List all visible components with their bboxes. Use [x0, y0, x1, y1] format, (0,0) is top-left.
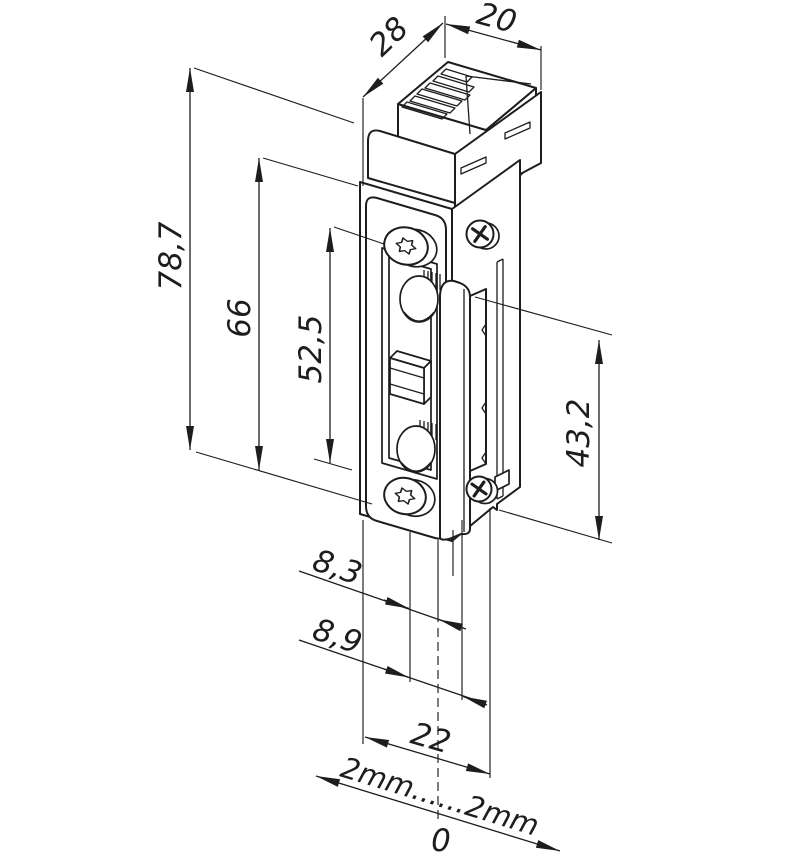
- keeper: [439, 279, 487, 541]
- housing-back-plate-edges: [496, 258, 504, 500]
- dim-label-housing-height: 66: [222, 298, 258, 337]
- phillips-screw-top: [465, 219, 500, 250]
- dim-label-bottom-width: 22: [407, 716, 455, 761]
- dim-label-offset-front: 8,3: [308, 542, 366, 592]
- torx-screw-bottom: [383, 476, 436, 518]
- bottom-roller-shade: [400, 461, 432, 472]
- top-roller-body: [399, 275, 439, 323]
- torx-recess-icon: [394, 487, 416, 505]
- cap-front-face: [367, 129, 456, 204]
- cap-slots: [460, 121, 531, 175]
- bottom-roller-body: [396, 425, 436, 473]
- dim-keeper-height: 43,2: [561, 340, 603, 540]
- dim-overall-height: 78,7: [153, 68, 194, 450]
- phillips-screw-bottom: [465, 475, 499, 505]
- bottom-roller: [396, 420, 437, 473]
- keeper-side-face: [469, 288, 487, 472]
- dim-label-offset-rear: 8,9: [308, 611, 366, 661]
- strike-illustration: [359, 61, 542, 542]
- keeper-front-face: [439, 279, 471, 541]
- top-roller-shade: [403, 311, 435, 322]
- dim-housing-height: 66: [222, 158, 263, 470]
- dim-label-zero-mark: 0: [431, 823, 451, 856]
- top-roller: [399, 270, 441, 323]
- dim-label-opening-height: 52,5: [293, 314, 329, 383]
- dim-opening-height: 52,5: [293, 228, 334, 463]
- dim-label-overall-height: 78,7: [153, 221, 189, 290]
- dim-top-width: 20: [445, 0, 542, 51]
- dim-offset-rear: 8,9: [298, 611, 488, 709]
- extension-lines: [193, 16, 613, 778]
- dim-label-top-width: 20: [473, 0, 520, 41]
- torx-recess-icon: [395, 237, 417, 255]
- keeper-notches: [481, 323, 487, 465]
- dim-label-keeper-height: 43,2: [561, 398, 597, 467]
- latch-window: [381, 247, 441, 480]
- terminal-lid-edges: [465, 75, 532, 135]
- torx-screw-top: [383, 226, 438, 268]
- latch-block: [389, 350, 432, 405]
